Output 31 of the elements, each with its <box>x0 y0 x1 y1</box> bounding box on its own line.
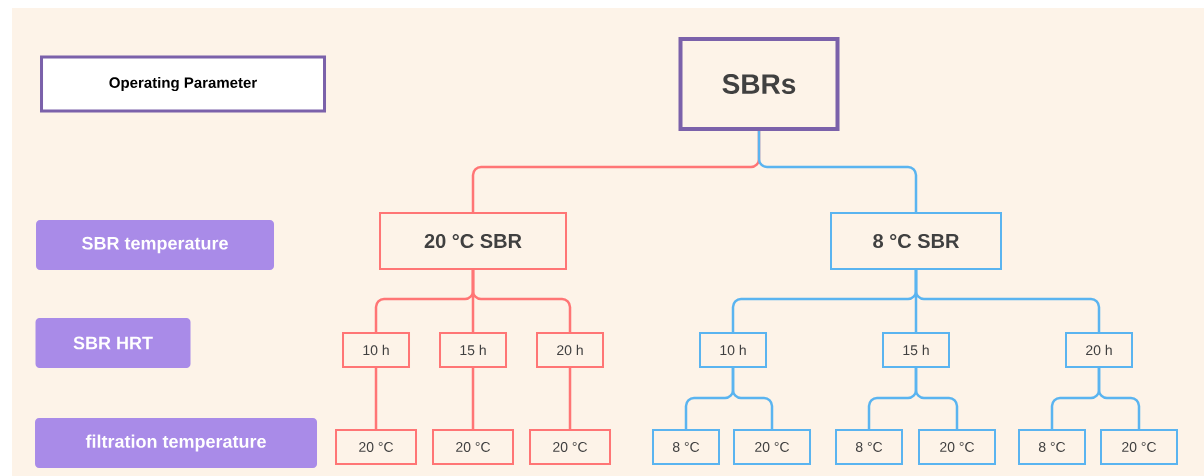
value-box: 20 h <box>1065 332 1133 368</box>
process-box: 8 °C SBR <box>830 212 1002 270</box>
value-box: 20 °C <box>529 429 611 465</box>
value-box: 8 °C <box>652 429 720 465</box>
value-box: 20 h <box>536 332 604 368</box>
value-box: 20 °C <box>432 429 514 465</box>
value-box: 20 °C <box>918 429 996 465</box>
connector <box>731 368 774 429</box>
connector <box>568 368 572 429</box>
root-box: SBRs <box>678 37 840 131</box>
process-box: 20 °C SBR <box>379 212 567 270</box>
value-box: 10 h <box>699 332 767 368</box>
value-box: 20 °C <box>733 429 811 465</box>
row-label-box: SBR HRT <box>35 318 191 368</box>
value-box: 20 °C <box>1100 429 1178 465</box>
connector <box>914 270 1101 332</box>
value-box: 15 h <box>882 332 950 368</box>
row-label-box: SBR temperature <box>36 220 274 270</box>
connector <box>1097 368 1141 429</box>
value-box: 10 h <box>342 332 410 368</box>
value-box: 20 °C <box>335 429 417 465</box>
connector <box>471 270 572 332</box>
connector <box>471 368 475 429</box>
value-box: 15 h <box>439 332 507 368</box>
value-box: 8 °C <box>1018 429 1086 465</box>
connector <box>374 368 378 429</box>
connector <box>914 368 959 429</box>
connector <box>757 131 918 212</box>
value-box: 8 °C <box>835 429 903 465</box>
header-box: Operating Parameter <box>40 55 326 113</box>
row-label-box: filtration temperature <box>35 418 317 468</box>
